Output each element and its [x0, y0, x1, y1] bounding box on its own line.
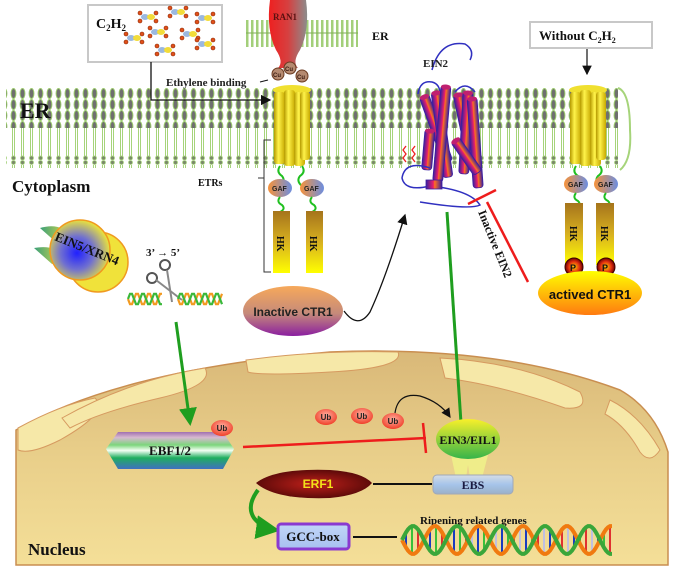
- ran1-label: RAN1: [273, 12, 297, 22]
- cu-label: Cu: [297, 75, 305, 81]
- hk-label: HK: [274, 236, 285, 252]
- cu-label: Cu: [273, 73, 281, 79]
- er-label: ER: [20, 98, 52, 123]
- mrna-helix: [126, 292, 224, 306]
- etr-receptor-unbound: GAF GAF HK HK P P: [564, 85, 618, 277]
- ethylene-molecule: [123, 31, 145, 45]
- ebs: EBS: [432, 474, 514, 495]
- ethylene-molecule: [154, 43, 176, 57]
- ebf-inhibits-ein3: [242, 422, 428, 454]
- dna-strand: [400, 524, 612, 556]
- ein3-eil1: EIN3/EIL1: [436, 419, 500, 478]
- ligand-box: C2H2: [87, 4, 223, 63]
- without-ligand-label: Without C2H2: [539, 28, 616, 45]
- hk-label: HK: [567, 226, 578, 242]
- ethylene-molecule: [137, 10, 159, 24]
- ein5-xrn4: EIN5/XRN4: [34, 219, 129, 293]
- nucleus: [15, 350, 669, 566]
- ein2-to-ein3-arrow: [445, 211, 470, 441]
- without-ligand-box: Without C2H2: [529, 21, 653, 76]
- ein2-helix: [421, 128, 436, 171]
- ebf1-2: EBF1/2 Ub: [106, 420, 234, 469]
- ein5-to-ebf-arrow: [174, 321, 197, 426]
- erf1-to-gcc-arrow: [248, 488, 280, 540]
- gaf-label: GAF: [304, 186, 320, 193]
- er-small-label: ER: [372, 29, 389, 43]
- inactive-ctr1-label: Inactive CTR1: [253, 305, 333, 319]
- ubiquitin-group: Ub Ub Ub: [315, 408, 404, 429]
- actived-ctr1-label: actived CTR1: [549, 287, 631, 302]
- ran1-protein: RAN1: [268, 0, 308, 68]
- copper-ions: Cu Cu Cu: [271, 61, 309, 83]
- dna-strand: [176, 292, 224, 306]
- ein2-helix: [451, 137, 482, 175]
- cu-label: Cu: [285, 67, 293, 73]
- actived-ctr1: actived CTR1: [538, 271, 642, 315]
- ripening-label: Ripening related genes: [420, 515, 527, 527]
- ctr1-inhibits-ein2: [467, 188, 530, 283]
- etrs-bracket: [263, 139, 271, 273]
- direction-label: 3’ → 5’: [146, 247, 180, 259]
- gaf-label: GAF: [598, 182, 614, 189]
- ub-to-ein3-arrow: [394, 394, 451, 418]
- phosphate-label: P: [570, 263, 576, 273]
- scissors-icon: [146, 259, 183, 303]
- etrs-label: ETRs: [198, 178, 223, 189]
- inactive-ctr1: Inactive CTR1: [243, 286, 343, 336]
- ethylene-molecule: [194, 37, 216, 51]
- nuclear-envelope-segment: [604, 399, 661, 459]
- gaf-label: GAF: [272, 186, 288, 193]
- ethylene-binding-arrow: [150, 62, 272, 106]
- ebs-label: EBS: [462, 478, 485, 492]
- nucleus-label: Nucleus: [28, 540, 86, 559]
- hk-label: HK: [598, 226, 609, 242]
- ein2-protein: EIN2: [401, 42, 484, 208]
- erf1-label: ERF1: [303, 477, 334, 491]
- dna-strand: [126, 292, 162, 306]
- ein2-label: EIN2: [423, 58, 449, 70]
- ethylene-molecule: [194, 11, 216, 25]
- gcc-label: GCC-box: [286, 529, 340, 544]
- ethylene-molecules: [123, 5, 216, 57]
- nuclear-envelope-segment: [61, 367, 207, 429]
- ub-label: Ub: [321, 413, 332, 422]
- ub-label: Ub: [357, 412, 368, 421]
- ethylene-molecule: [167, 5, 189, 19]
- cytoplasm-label: Cytoplasm: [12, 177, 90, 196]
- phosphate-label: P: [602, 263, 608, 273]
- gcc-box: GCC-box: [276, 522, 351, 551]
- ripening-genes-dna: [400, 524, 612, 556]
- gaf-label: GAF: [568, 182, 584, 189]
- er-membrane: [6, 87, 632, 171]
- erf1: ERF1: [256, 469, 372, 499]
- ebf-label: EBF1/2: [149, 443, 191, 458]
- nuclear-envelope-segment: [245, 351, 400, 375]
- ub-label: Ub: [388, 417, 399, 426]
- ligand-formula: C2H2: [96, 17, 127, 33]
- ein3-label: EIN3/EIL1: [439, 433, 496, 447]
- ctr1-to-ein2-arrow: [343, 213, 408, 322]
- ub-label: Ub: [217, 424, 228, 433]
- etr-receptor-bound: GAF GAF HK HK: [268, 85, 324, 273]
- dna-strand: [176, 292, 224, 306]
- ethylene-binding-label: Ethylene binding: [166, 77, 247, 89]
- hk-label: HK: [307, 236, 318, 252]
- ethylene-molecule: [147, 25, 169, 39]
- nuclear-envelope-segment: [439, 357, 584, 409]
